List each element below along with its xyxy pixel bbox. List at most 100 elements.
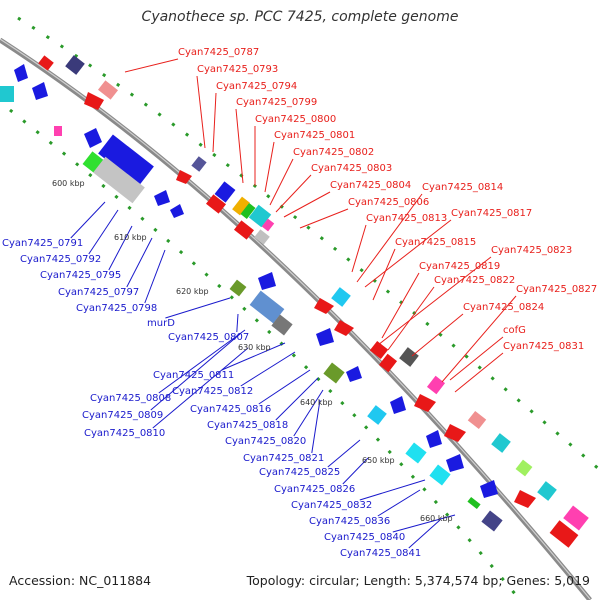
reverse-label-leader xyxy=(342,457,369,485)
forward-gene-label: Cyan7425_0817 xyxy=(451,208,532,219)
forward-label-leader xyxy=(351,224,367,273)
forward-gene-label: Cyan7425_0794 xyxy=(216,81,297,92)
gene-block xyxy=(515,459,533,477)
forward-label-leader xyxy=(411,313,464,357)
scale-tick-label: 600 kbp xyxy=(52,179,85,188)
reverse-gene-label: Cyan7425_0798 xyxy=(76,303,157,314)
gene-block xyxy=(65,55,85,75)
gene-arrow xyxy=(334,320,354,336)
accession-text: Accession: NC_011884 xyxy=(9,573,152,588)
gene-block xyxy=(323,362,345,384)
forward-gene-label: Cyan7425_0804 xyxy=(330,180,411,191)
forward-gene-label: Cyan7425_0787 xyxy=(178,47,259,58)
map-title: Cyanothece sp. PCC 7425, complete genome xyxy=(141,9,459,25)
forward-label-leader xyxy=(381,272,420,339)
gene-arrow xyxy=(414,394,436,412)
forward-label-leader xyxy=(299,208,349,229)
reverse-gene-label: Cyan7425_0816 xyxy=(190,404,271,415)
scale-tick-label: 620 kbp xyxy=(176,287,209,296)
reverse-label-leader xyxy=(392,514,456,533)
forward-label-leader xyxy=(356,193,423,283)
reverse-label-leader xyxy=(240,351,296,387)
reverse-label-leader xyxy=(408,519,441,549)
gene-block xyxy=(0,86,14,102)
reverse-label-leader xyxy=(70,201,106,239)
forward-label-leader xyxy=(212,92,217,153)
gene-block xyxy=(537,481,557,501)
gene-block xyxy=(491,433,511,453)
reverse-strand-features xyxy=(0,64,503,532)
reverse-gene-label: Cyan7425_0840 xyxy=(324,532,405,543)
reverse-label-leader xyxy=(359,479,426,501)
gene-block xyxy=(98,134,154,186)
forward-gene-label: Cyan7425_0800 xyxy=(255,114,336,125)
reverse-gene-label: Cyan7425_0821 xyxy=(243,453,324,464)
reverse-label-leader xyxy=(377,489,421,517)
forward-label-leader xyxy=(441,295,517,383)
forward-gene-label: Cyan7425_0815 xyxy=(395,237,476,248)
gene-block xyxy=(399,347,419,367)
reverse-gene-label: Cyan7425_0792 xyxy=(20,254,101,265)
forward-label-leader xyxy=(235,108,244,184)
forward-gene-label: Cyan7425_0793 xyxy=(197,64,278,75)
gene-block xyxy=(261,218,275,232)
gene-block xyxy=(429,464,451,486)
forward-gene-label: Cyan7425_0814 xyxy=(422,182,503,193)
forward-gene-label: Cyan7425_0799 xyxy=(236,97,317,108)
reverse-gene-label: Cyan7425_0807 xyxy=(168,332,249,343)
gene-arrow xyxy=(14,64,28,82)
gene-arrow xyxy=(426,430,442,448)
gene-block xyxy=(563,505,589,531)
topology-text: Topology: circular; Length: 5,374,574 bp… xyxy=(246,573,590,588)
reverse-gene-label: Cyan7425_0809 xyxy=(82,410,163,421)
forward-gene-label: Cyan7425_0803 xyxy=(311,163,392,174)
gene-block xyxy=(206,194,226,214)
forward-gene-label: Cyan7425_0822 xyxy=(434,275,515,286)
forward-label-leader xyxy=(264,141,275,193)
reverse-label-leader xyxy=(126,237,153,288)
gene-arrow xyxy=(314,298,334,314)
forward-gene-label: Cyan7425_0819 xyxy=(419,261,500,272)
gene-block xyxy=(232,196,250,216)
gene-arrow xyxy=(446,454,464,472)
reverse-gene-label: Cyan7425_0841 xyxy=(340,548,421,559)
gene-arrow xyxy=(154,190,170,206)
gene-block xyxy=(240,203,256,219)
gene-block xyxy=(254,229,270,245)
reverse-label-leader xyxy=(236,313,239,333)
reverse-gene-label: Cyan7425_0811 xyxy=(153,370,234,381)
reverse-label-leader xyxy=(311,399,321,454)
reverse-gene-label: Cyan7425_0820 xyxy=(225,436,306,447)
gene-block xyxy=(98,80,118,100)
gene-arrow xyxy=(444,424,466,442)
forward-label-leader xyxy=(387,286,435,351)
gene-arrow xyxy=(84,128,102,148)
gene-block xyxy=(481,510,503,532)
gene-block xyxy=(367,405,387,425)
forward-label-leader xyxy=(372,248,396,301)
reverse-label-leader xyxy=(165,297,231,319)
reverse-label-leader xyxy=(258,369,311,405)
reverse-gene-label: murD xyxy=(147,318,175,329)
gene-arrow xyxy=(316,328,334,346)
gene-block xyxy=(191,156,207,172)
gene-arrow xyxy=(32,82,48,100)
scale-tick-label: 650 kbp xyxy=(362,456,395,465)
reverse-gene-label: Cyan7425_0836 xyxy=(309,516,390,527)
forward-gene-label: Cyan7425_0827 xyxy=(516,284,597,295)
forward-label-leader xyxy=(454,352,504,393)
reverse-gene-label: Cyan7425_0808 xyxy=(90,393,171,404)
gene-arrow xyxy=(258,272,276,290)
gene-block xyxy=(467,410,487,430)
gene-block xyxy=(271,314,293,336)
reverse-gene-label: Cyan7425_0818 xyxy=(207,420,288,431)
gene-block xyxy=(331,287,351,307)
scale-tick-label: 630 kbp xyxy=(238,343,271,352)
gene-block xyxy=(467,496,481,510)
forward-label-leader xyxy=(449,336,504,381)
forward-gene-label: Cyan7425_0813 xyxy=(366,213,447,224)
forward-gene-label: Cyan7425_0806 xyxy=(348,197,429,208)
reverse-label-leader xyxy=(275,377,319,421)
